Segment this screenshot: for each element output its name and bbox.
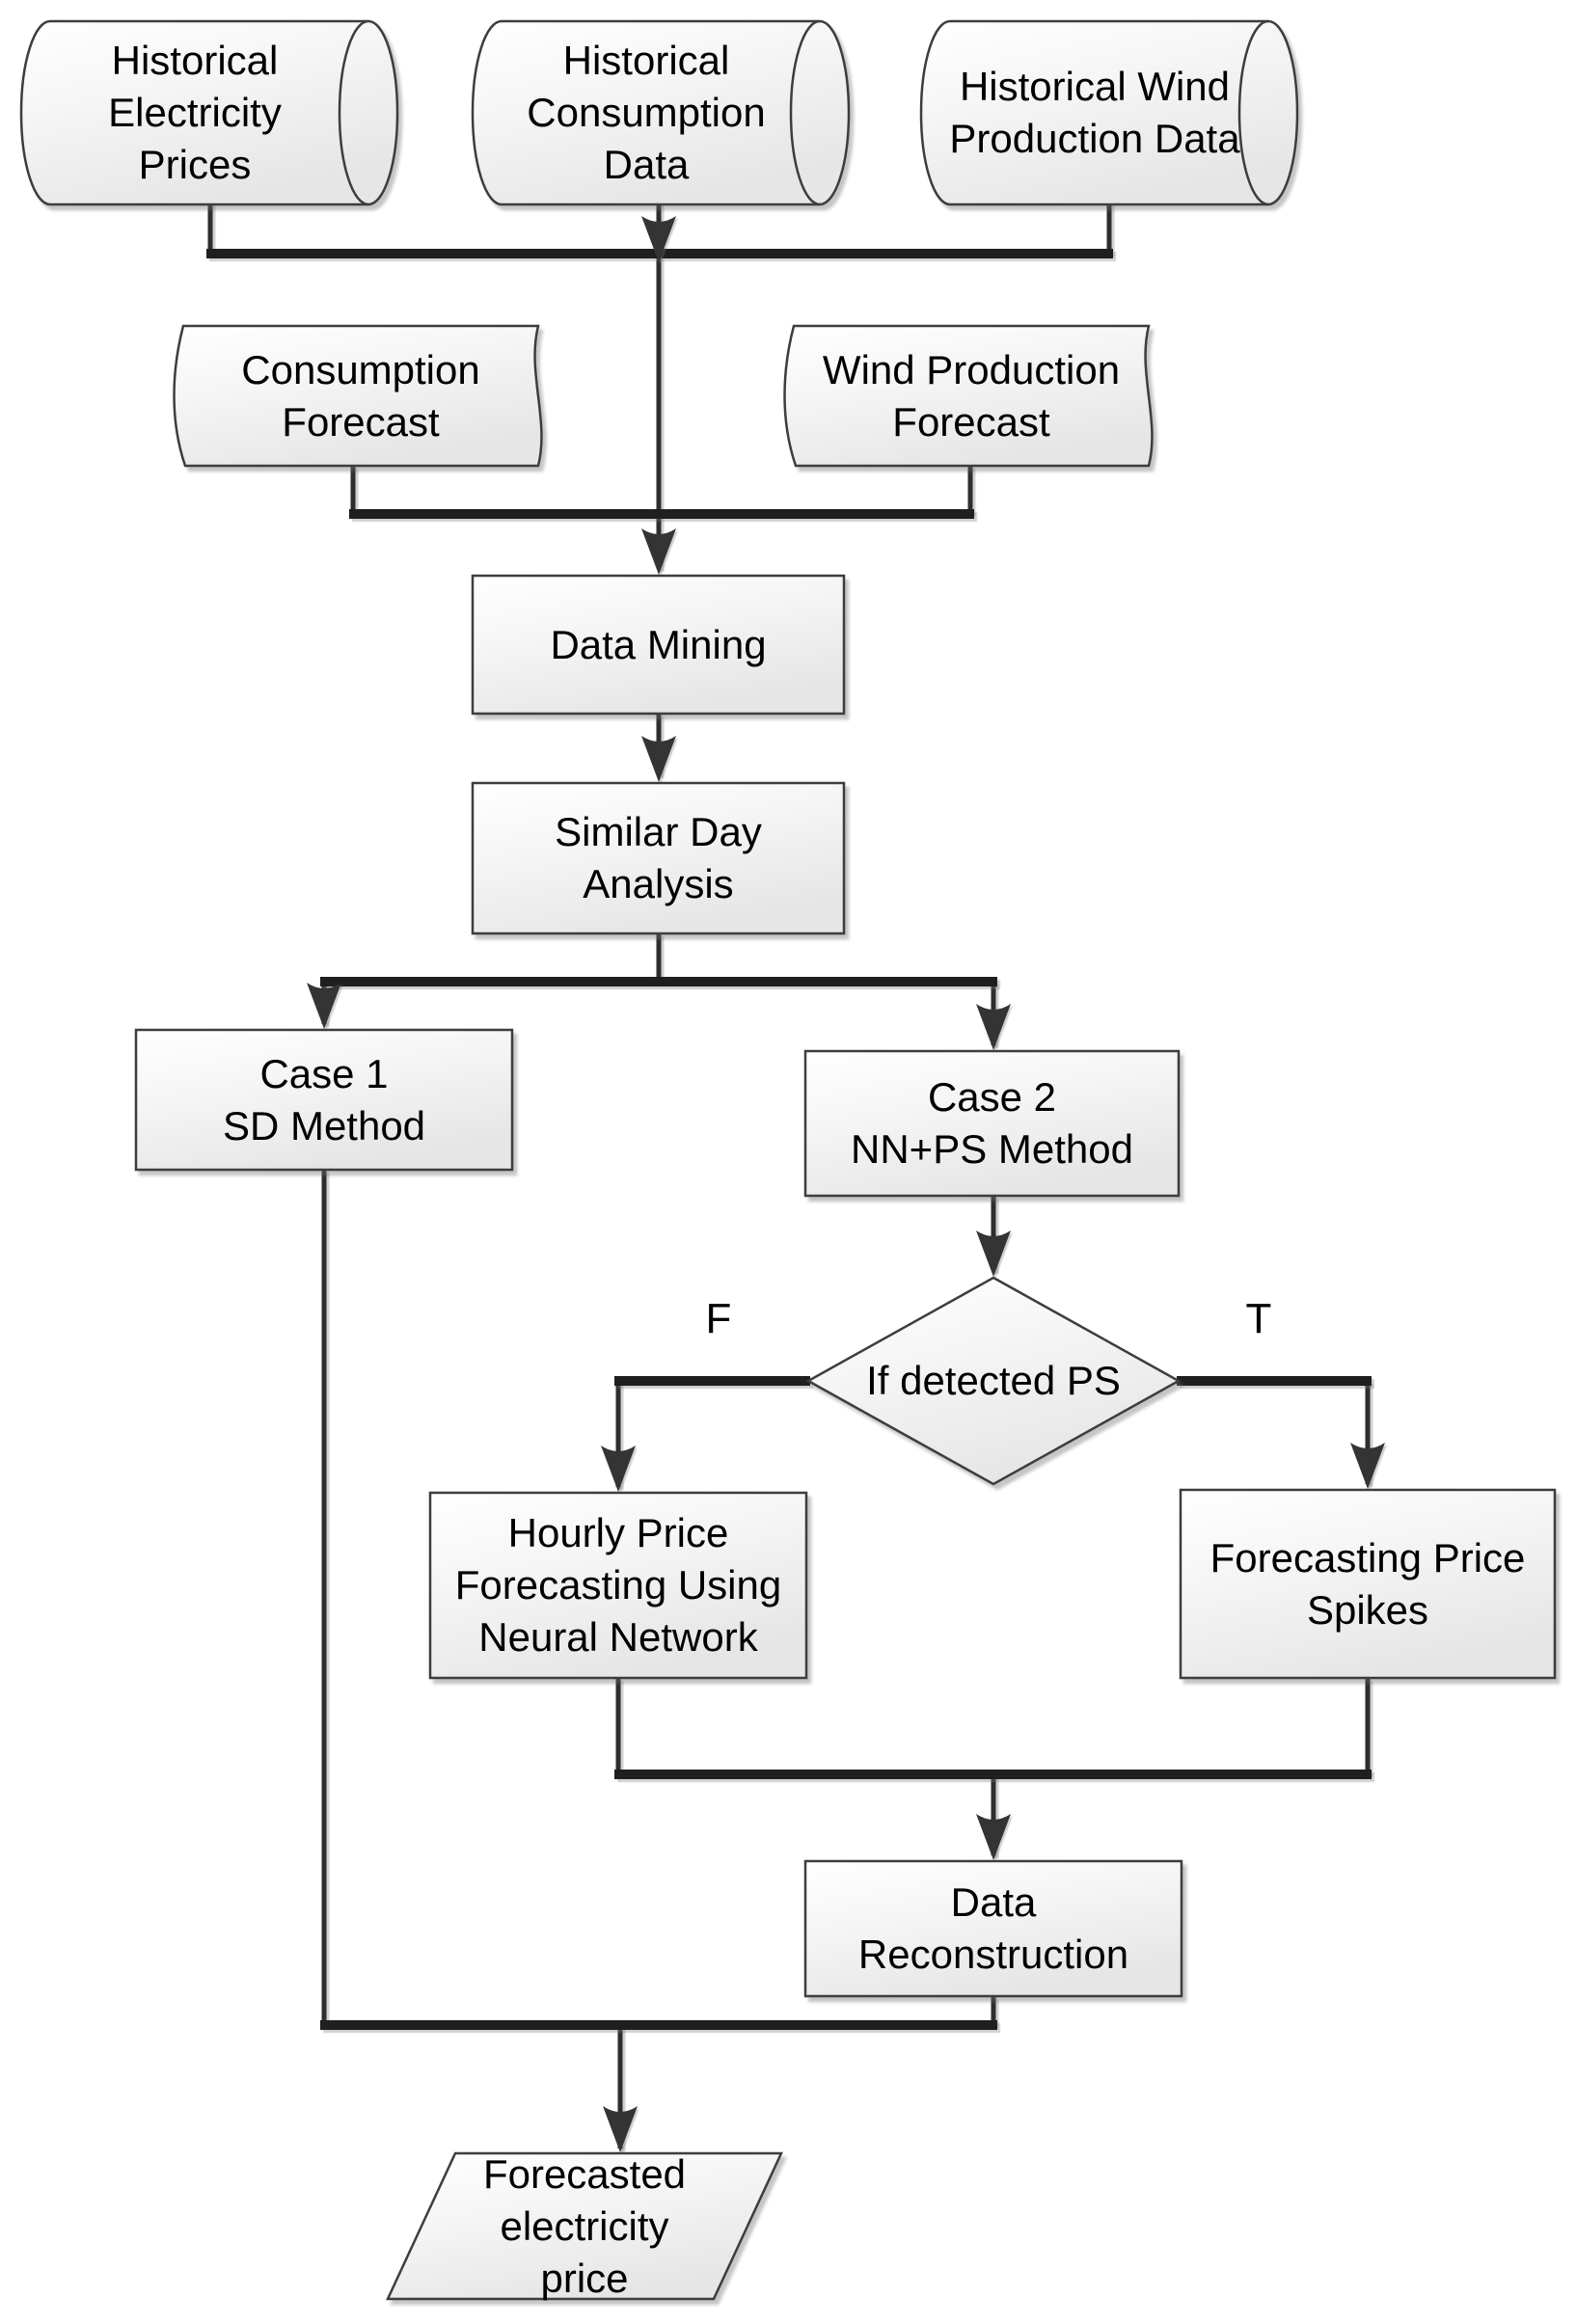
connector-lines — [207, 203, 1371, 2148]
connector-bars — [206, 249, 1372, 2030]
cylinder-historical-electricity-prices — [19, 19, 399, 206]
document-consumption-forecast — [173, 324, 543, 468]
document-wind-production-forecast — [783, 324, 1154, 468]
cylinder-cap-arc — [789, 19, 821, 206]
node-shapes — [19, 19, 1557, 2301]
decision-if-detected-ps — [805, 1276, 1182, 1486]
process-similar-day-analysis — [471, 781, 846, 935]
process-data-reconstruction — [803, 1859, 1183, 1998]
arrow-into-price-spikes — [1350, 1443, 1385, 1489]
cylinder-historical-consumption-data — [471, 19, 851, 206]
arrow-into-data-recon — [976, 1814, 1011, 1860]
process-data-mining — [471, 574, 846, 716]
arrow-into-output — [603, 2106, 638, 2152]
process-case2-nn-ps-method — [803, 1049, 1181, 1198]
arrow-into-case1 — [307, 983, 341, 1029]
arrow-into-decision — [976, 1230, 1011, 1277]
cylinder-cap-arc — [1237, 19, 1269, 206]
cylinder-historical-wind-production — [919, 19, 1299, 206]
process-forecasting-price-spikes — [1179, 1488, 1557, 1680]
arrow-into-similar-day — [641, 736, 676, 782]
process-hourly-price-nn — [428, 1491, 808, 1680]
process-case1-sd-method — [134, 1028, 514, 1172]
arrow-into-case2 — [976, 1004, 1011, 1050]
output-forecasted-price — [386, 2151, 783, 2301]
arrow-into-data-mining — [641, 528, 676, 575]
cylinder-cap-arc — [338, 19, 369, 206]
arrow-into-hourly-nn — [601, 1446, 636, 1492]
